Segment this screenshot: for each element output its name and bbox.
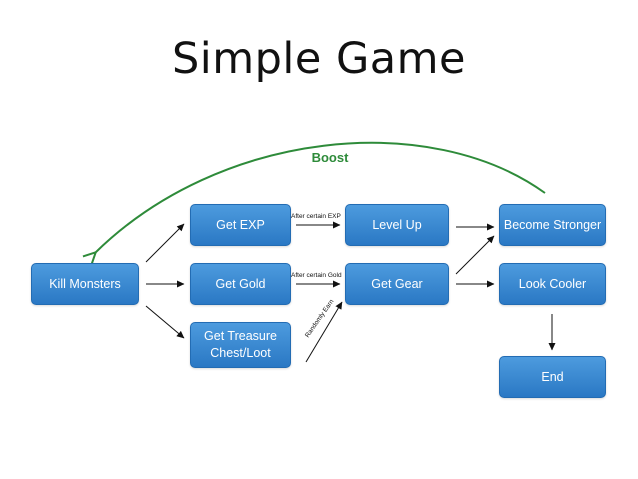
node-end: End	[499, 356, 606, 398]
node-get-exp: Get EXP	[190, 204, 291, 246]
arrow-gear-to-stronger	[455, 235, 495, 275]
arrow-treasure-to-gear	[305, 301, 343, 363]
boost-arrow	[95, 141, 546, 253]
node-get-exp-label: Get EXP	[216, 217, 265, 232]
arrow-kill-to-treasure	[145, 305, 185, 339]
edge-label-after-exp: After certain EXP	[291, 213, 341, 220]
node-get-treasure-label: Get Treasure Chest/Loot	[204, 329, 277, 360]
node-look-cooler-label: Look Cooler	[518, 276, 587, 291]
node-look-cooler: Look Cooler	[499, 263, 606, 305]
node-kill-monsters-label: Kill Monsters	[49, 276, 121, 291]
boost-label: Boost	[311, 150, 349, 165]
node-level-up-label: Level Up	[372, 217, 422, 232]
node-get-gear-label: Get Gear	[371, 276, 423, 291]
node-level-up: Level Up	[345, 204, 449, 246]
node-get-gold-label: Get Gold	[215, 276, 266, 291]
edge-label-after-gold: After certain Gold	[291, 272, 342, 279]
slide-title: Simple Game	[171, 34, 466, 84]
node-become-stronger-label: Become Stronger	[503, 217, 602, 232]
node-become-stronger: Become Stronger	[499, 204, 606, 246]
node-end-label: End	[541, 369, 564, 384]
node-kill-monsters: Kill Monsters	[31, 263, 139, 305]
node-get-treasure: Get Treasure Chest/Loot	[190, 322, 291, 368]
node-get-gear: Get Gear	[345, 263, 449, 305]
node-get-gold: Get Gold	[190, 263, 291, 305]
arrow-kill-to-exp	[145, 223, 185, 263]
